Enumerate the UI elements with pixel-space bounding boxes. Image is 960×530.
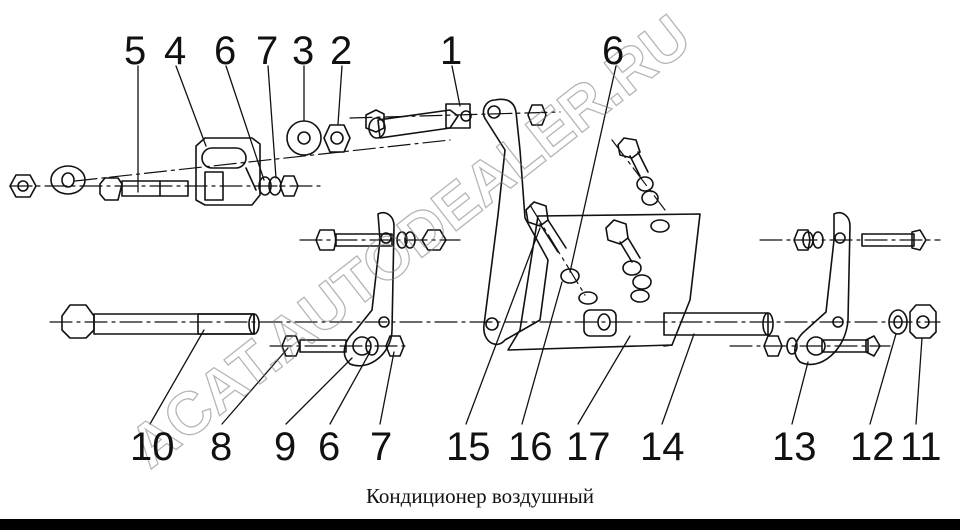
part-washer-7-top (268, 176, 282, 196)
callout-10: 10 (130, 425, 175, 469)
callout-6-bottom: 6 (318, 425, 340, 469)
callout-14: 14 (640, 425, 685, 469)
part-bolt-left-mid (315, 229, 416, 251)
watermark: ACAT.AUTODEALER.RU (117, 2, 703, 480)
part-washer-3 (286, 120, 322, 156)
part-nut-11 (909, 304, 937, 339)
callout-9: 9 (274, 425, 296, 469)
callouts-top: 5 4 6 7 3 2 1 6 (124, 29, 624, 73)
callout-3: 3 (292, 29, 314, 73)
part-bracket-4 (195, 137, 261, 206)
part-bolt-16-left (525, 201, 580, 284)
part-bolt-upper-right (617, 137, 659, 206)
part-nut-left (9, 174, 37, 198)
leader-lines (137, 65, 923, 425)
callout-6-right: 6 (602, 29, 624, 73)
callout-13: 13 (772, 425, 817, 469)
part-washer-6-lower (365, 336, 379, 356)
diagram-caption: Кондиционер воздушный (365, 484, 595, 508)
part-bracket-9 (343, 211, 395, 367)
part-upper-arm (482, 98, 549, 346)
bottom-border (0, 519, 960, 530)
part-nut-upper-arm (527, 104, 547, 126)
callout-1: 1 (440, 29, 462, 73)
part-nut-2 (323, 124, 351, 153)
callout-15: 15 (446, 425, 491, 469)
part-washer-left (50, 165, 86, 195)
callouts-bottom: 10 8 9 6 7 15 16 17 14 13 12 11 (130, 425, 942, 469)
callout-5: 5 (124, 29, 146, 73)
part-shaft-14 (663, 312, 774, 336)
callout-12: 12 (850, 425, 895, 469)
callout-7-top: 7 (256, 29, 278, 73)
callout-16: 16 (508, 425, 553, 469)
callout-11: 11 (900, 425, 942, 469)
part-bolt-8 (281, 335, 347, 357)
part-long-bolt-10 (61, 304, 260, 339)
part-bolt-right-mid (793, 229, 927, 251)
callout-8: 8 (210, 425, 232, 469)
callout-2: 2 (330, 29, 352, 73)
part-nut-top (279, 175, 299, 197)
callout-6-top: 6 (214, 29, 236, 73)
part-washer-6-top (258, 176, 272, 196)
part-nut-7-lower (385, 335, 405, 357)
part-bolt-5 (99, 177, 189, 201)
part-washer-12 (888, 309, 908, 335)
part-bolt-right-low (763, 335, 881, 357)
part-bolt-16-right (605, 219, 652, 290)
callout-17: 17 (566, 425, 611, 469)
part-bracket-13 (794, 211, 851, 366)
callout-4: 4 (164, 29, 186, 73)
part-plate-17 (507, 213, 701, 351)
part-nut-left-mid (421, 229, 447, 251)
callout-7-bottom: 7 (370, 425, 392, 469)
part-rod-1 (365, 103, 472, 139)
